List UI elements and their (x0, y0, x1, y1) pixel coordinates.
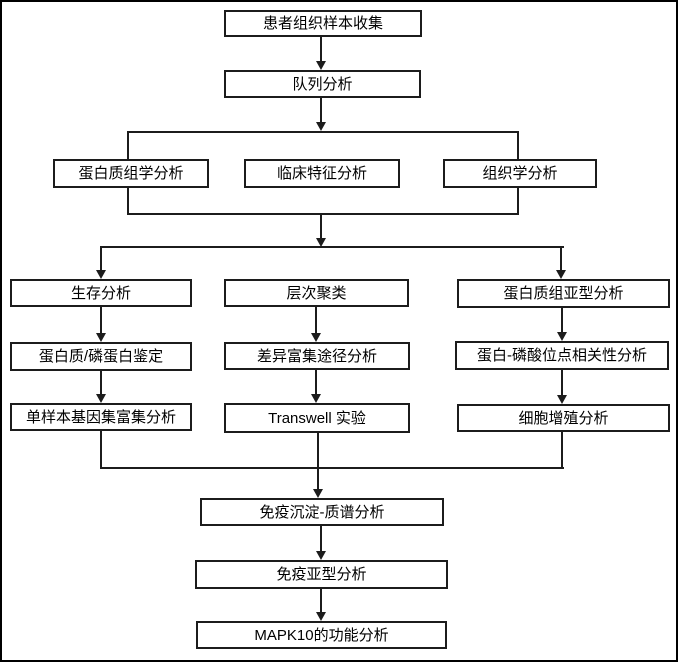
line-proliferation-to-merge (561, 432, 563, 469)
arrowhead-branch-to-survival (96, 270, 106, 279)
arrowhead-phosphosite-to-proliferation (557, 395, 567, 404)
node-mapk10-function-analysis: MAPK10的功能分析 (196, 621, 447, 649)
arrowhead-collect-to-cohort (316, 61, 326, 70)
node-cohort-analysis: 队列分析 (224, 70, 421, 98)
line-merge-horizontal (100, 467, 564, 469)
arrowhead-subtype-to-phosphosite (557, 332, 567, 341)
node-proteomic-subtype-analysis: 蛋白质组亚型分析 (457, 279, 670, 308)
line-proteinid-to-ssgsea (100, 371, 102, 396)
arrowhead-cohort-to-group (316, 122, 326, 131)
node-clinical-feature-analysis: 临床特征分析 (244, 159, 400, 188)
node-cell-proliferation-analysis: 细胞增殖分析 (457, 404, 670, 432)
line-branch-to-subtype (560, 248, 562, 271)
arrowhead-ipms-to-immunesubtype (316, 551, 326, 560)
line-transwell-to-ipms (317, 432, 319, 490)
arrowhead-survival-to-proteinid (96, 333, 106, 342)
line-phosphosite-to-proliferation (561, 370, 563, 396)
node-protein-phosphosite-correlation-analysis: 蛋白-磷酸位点相关性分析 (455, 341, 669, 370)
node-ip-mass-spec-analysis: 免疫沉淀-质谱分析 (200, 498, 444, 526)
arrowhead-pathway-to-transwell (311, 394, 321, 403)
arrowhead-immunesubtype-to-mapk10 (316, 612, 326, 621)
line-branch-horizontal (100, 246, 564, 248)
node-immune-subtype-analysis: 免疫亚型分析 (195, 560, 448, 589)
arrowhead-group-to-branch (316, 238, 326, 247)
arrowhead-merge-to-ipms (313, 489, 323, 498)
node-protein-phosphoprotein-identification: 蛋白质/磷蛋白鉴定 (10, 342, 192, 371)
arrowhead-branch-to-subtype (556, 270, 566, 279)
line-pathway-to-transwell (315, 370, 317, 396)
node-histology-analysis: 组织学分析 (443, 159, 597, 188)
node-transwell-assay: Transwell 实验 (224, 403, 410, 433)
node-hierarchical-clustering: 层次聚类 (224, 279, 409, 307)
line-branch-to-survival (100, 248, 102, 271)
line-cohort-to-group (320, 98, 322, 124)
node-survival-analysis: 生存分析 (10, 279, 192, 307)
node-differential-enriched-pathway-analysis: 差异富集途径分析 (224, 342, 410, 370)
line-subtype-to-phosphosite (561, 308, 563, 333)
line-survival-to-proteinid (100, 307, 102, 335)
arrowhead-proteinid-to-ssgsea (96, 394, 106, 403)
node-proteomics-analysis: 蛋白质组学分析 (53, 159, 209, 188)
line-immunesubtype-to-mapk10 (320, 589, 322, 614)
line-clustering-to-pathway (315, 307, 317, 335)
arrowhead-clustering-to-pathway (311, 333, 321, 342)
node-patient-sample-collection: 患者组织样本收集 (224, 10, 422, 37)
node-single-sample-gsea: 单样本基因集富集分析 (10, 403, 192, 431)
line-ipms-to-immunesubtype (320, 526, 322, 553)
line-group-to-branch (320, 214, 322, 239)
line-ssgsea-to-merge (100, 431, 102, 469)
line-collect-to-cohort (320, 37, 322, 63)
